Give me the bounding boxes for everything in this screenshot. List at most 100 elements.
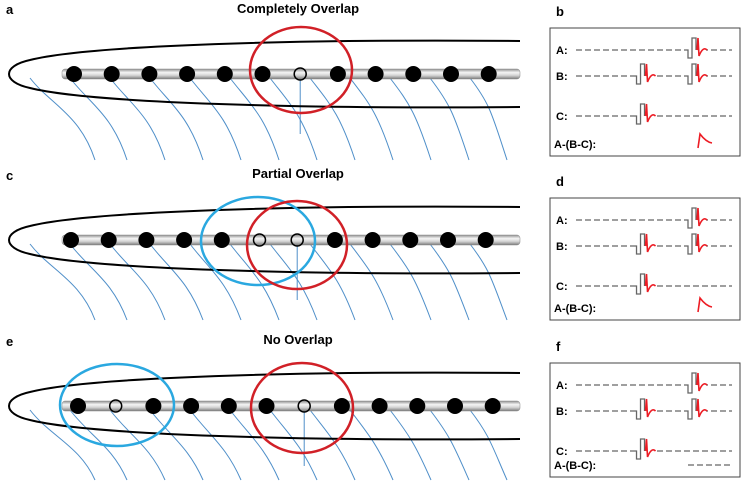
electrode-contact-icon xyxy=(145,398,162,414)
pulse-mask xyxy=(632,66,655,88)
red-region-icon xyxy=(245,199,349,291)
electrode-contact-icon xyxy=(70,398,86,414)
pulse-mask xyxy=(684,375,706,397)
nerve-fiber xyxy=(309,243,356,321)
panel-title-a: Completely Overlap xyxy=(237,1,359,16)
nerve-fiber xyxy=(69,243,128,321)
nerve-fiber xyxy=(229,77,280,161)
nerve-fiber xyxy=(389,409,432,481)
electrode-contact-icon xyxy=(326,232,343,248)
stimulus-site-icon xyxy=(297,399,311,413)
electrode-contact-icon xyxy=(443,66,459,82)
nerve-fiber xyxy=(469,409,508,481)
electrode-contact-icon xyxy=(371,398,388,414)
evoked-response xyxy=(644,103,657,123)
panel-letter-c: c xyxy=(6,168,13,183)
electrode-array xyxy=(61,400,521,412)
electrode-contact-icon xyxy=(220,398,237,414)
electrode-contact-icon xyxy=(103,66,120,82)
pulse-mask xyxy=(632,236,655,258)
evoked-response xyxy=(696,63,708,83)
electrode-contact-icon xyxy=(477,232,494,248)
pulse-mask xyxy=(632,401,655,423)
evoked-response xyxy=(696,233,708,253)
electrode-contact-icon xyxy=(141,66,158,82)
evoked-response xyxy=(696,398,708,418)
stimulus-pulse xyxy=(632,398,646,420)
nerve-fiber xyxy=(469,243,508,321)
pulse-mask xyxy=(632,441,655,463)
trace-box xyxy=(549,27,741,157)
evoked-response xyxy=(644,233,657,253)
nerve-fibers xyxy=(29,409,508,481)
electrode-contact-icon xyxy=(100,232,117,248)
electrode-contact-icon xyxy=(367,66,384,82)
panel-letter-f: f xyxy=(556,339,561,354)
nerve-fiber xyxy=(149,409,204,481)
nerve-fiber xyxy=(269,409,318,481)
pulse-mask xyxy=(684,236,706,258)
panel-letter-e: e xyxy=(6,334,13,349)
stimulus-pulse xyxy=(632,233,646,255)
electrode-contact-icon xyxy=(333,398,350,414)
panel-title-e: No Overlap xyxy=(263,332,332,347)
evoked-response xyxy=(644,273,657,293)
electrode-contact-icon xyxy=(179,66,196,82)
electrode-contact-icon xyxy=(213,232,230,248)
nerve-fiber xyxy=(429,77,470,161)
nerve-fiber xyxy=(69,409,128,481)
nerve-fiber xyxy=(229,409,280,481)
nerve-fiber xyxy=(149,243,204,321)
stimulus-pulse xyxy=(632,63,646,85)
trace-label: C: xyxy=(556,446,568,458)
electrode-contact-icon xyxy=(138,232,155,248)
evoked-response xyxy=(696,372,708,392)
pulse-mask xyxy=(684,210,706,232)
evoked-response xyxy=(644,398,657,418)
red-region-icon xyxy=(248,25,354,115)
electrode-contact-icon xyxy=(176,232,193,248)
nerve-fiber xyxy=(469,77,508,161)
stimulus-site-icon xyxy=(108,399,123,413)
nerve-fiber xyxy=(349,243,394,321)
evoked-response xyxy=(644,438,657,458)
electrode-contact-icon xyxy=(364,232,381,248)
pulse-mask xyxy=(684,66,706,88)
nerve-fiber xyxy=(349,409,394,481)
electrode-contact-icon xyxy=(447,398,463,414)
pulse-mask xyxy=(632,106,655,128)
electrode-contact-icon xyxy=(66,66,82,82)
panel-letter-d: d xyxy=(556,174,564,189)
nerve-fiber xyxy=(429,243,470,321)
pulse-mask xyxy=(684,40,706,62)
nerve-fiber xyxy=(389,77,432,161)
electrode-contact-icon xyxy=(484,398,501,414)
trace-label: A: xyxy=(556,45,568,57)
pulse-mask xyxy=(684,401,706,423)
electrode-contact-icon xyxy=(480,66,497,82)
trace-label: A: xyxy=(556,215,568,227)
evoked-response xyxy=(696,207,708,227)
evoked-response xyxy=(644,63,657,83)
stimulus-pulse xyxy=(632,273,646,295)
electrode-contact-icon xyxy=(183,398,200,414)
pulse-mask xyxy=(632,276,655,298)
nerve-fibers xyxy=(29,243,508,321)
nerve-fiber xyxy=(189,409,242,481)
nerve-fiber xyxy=(429,409,470,481)
electrode-contact-icon xyxy=(216,66,233,82)
electrode-contact-icon xyxy=(254,66,271,82)
trace-panel-d: dA:B:C:A-(B-C): xyxy=(549,174,741,321)
nerve-fiber xyxy=(109,77,166,161)
trace-label: A: xyxy=(556,380,568,392)
nerve-fiber xyxy=(349,77,394,161)
nerve-fiber xyxy=(109,243,166,321)
stimulus-pulse xyxy=(684,207,697,229)
panel-letter-a: a xyxy=(6,2,14,17)
stimulus-pulse xyxy=(632,103,646,125)
electrode-contact-icon xyxy=(402,232,419,248)
blue-region-icon xyxy=(58,362,176,448)
